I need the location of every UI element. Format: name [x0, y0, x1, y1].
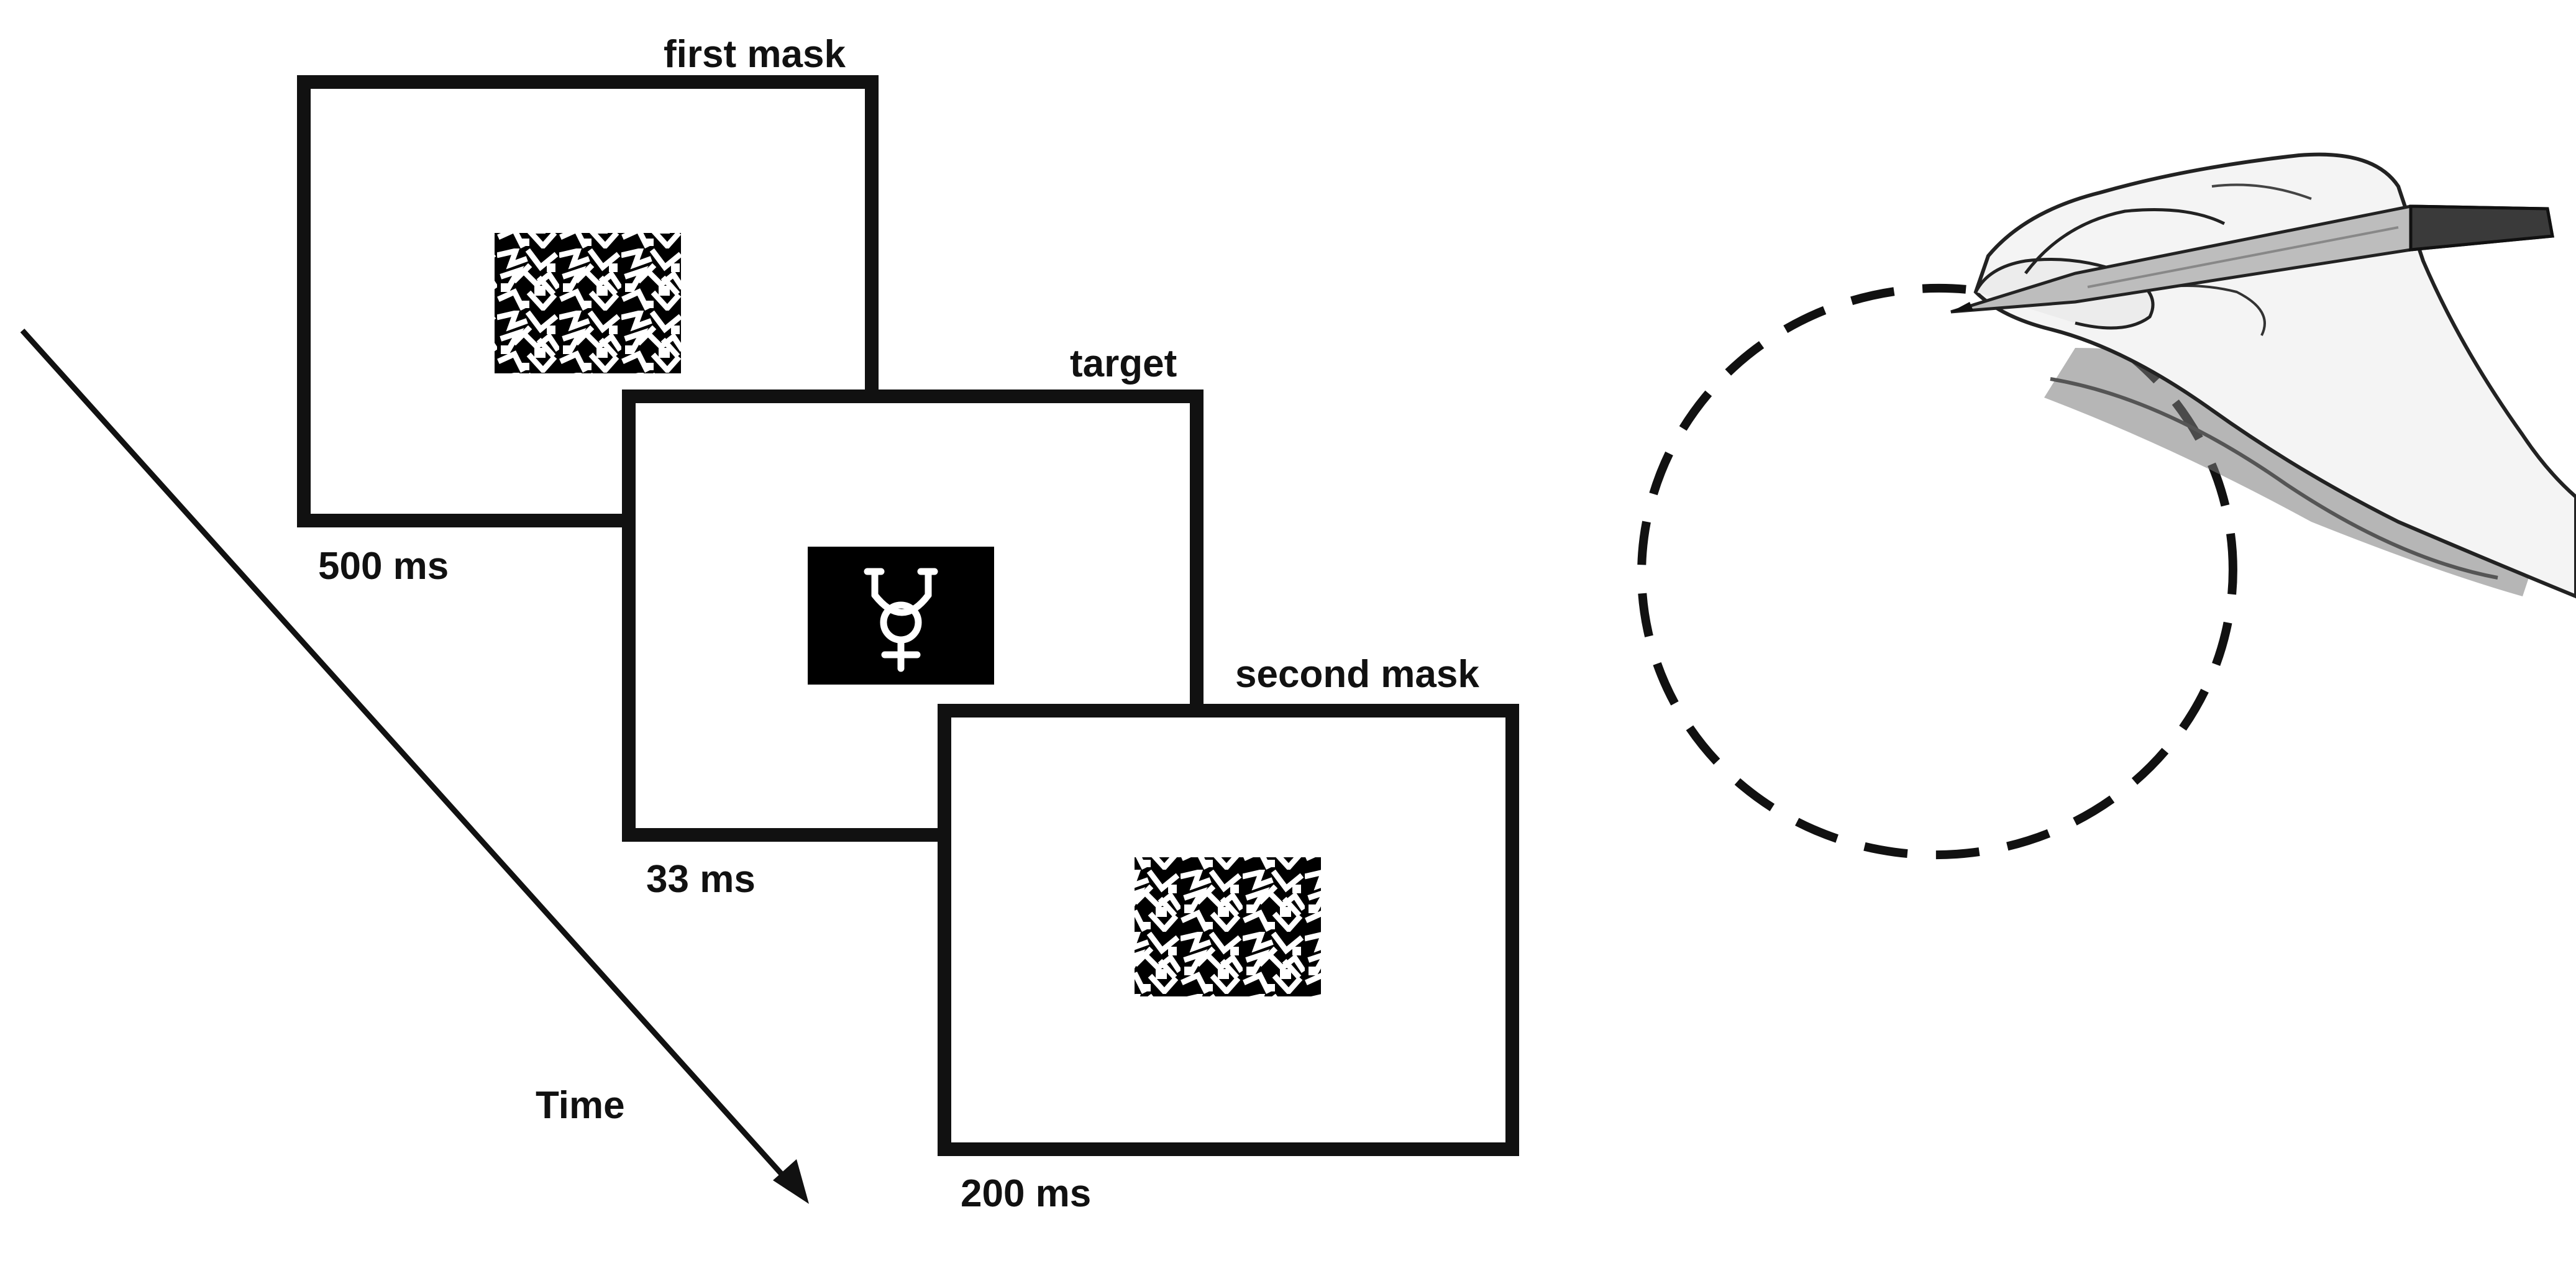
mask-pattern — [495, 233, 681, 373]
frame-label: first mask — [664, 33, 846, 76]
frame-second-mask — [938, 704, 1519, 1156]
frame-duration: 500 ms — [318, 545, 449, 588]
target-symbol-icon — [864, 568, 938, 672]
time-arrow — [20, 328, 809, 1204]
frame-duration: 33 ms — [646, 858, 756, 901]
frame-label: second mask — [1235, 653, 1479, 696]
frame-label: target — [1070, 342, 1177, 385]
hand-holding-pen-icon — [1950, 152, 2576, 599]
response-ellipse — [1637, 283, 2237, 860]
mask-pattern — [1135, 857, 1321, 996]
time-label: Time — [536, 1084, 625, 1127]
frame-duration: 200 ms — [961, 1172, 1091, 1215]
